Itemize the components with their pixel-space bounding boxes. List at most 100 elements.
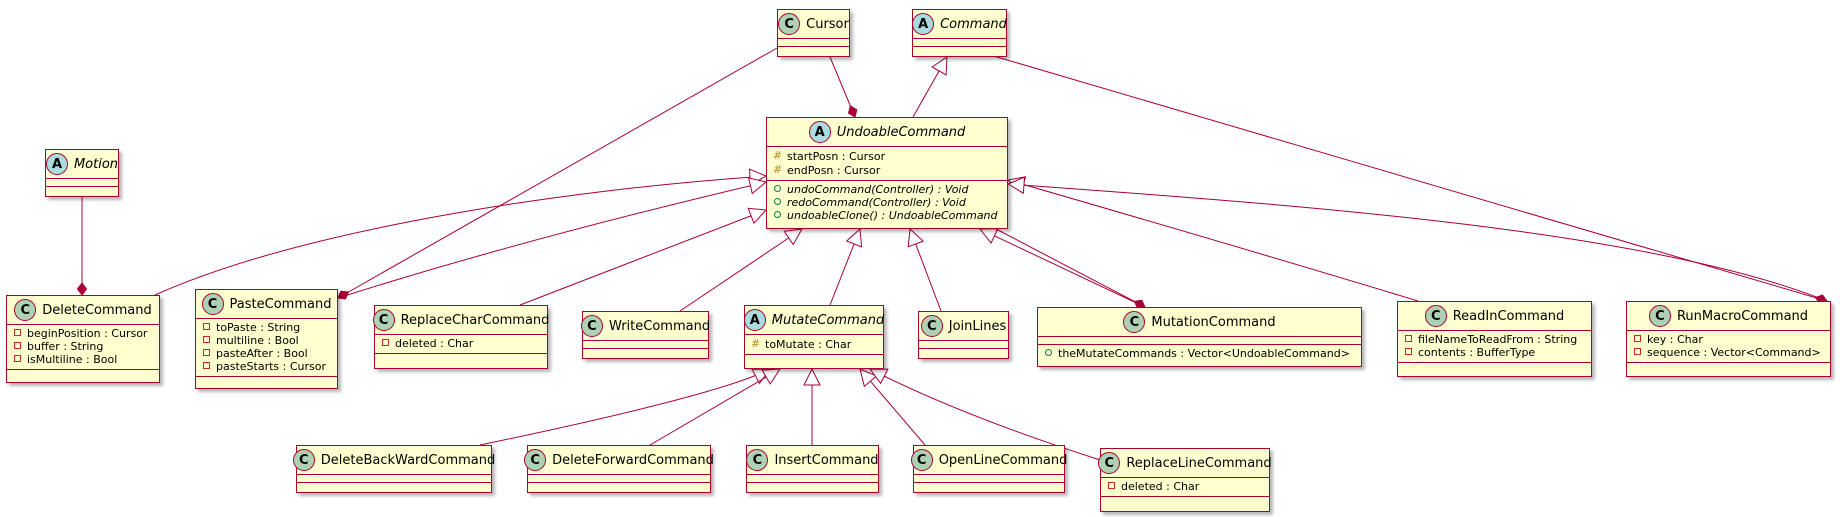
attribute-row: toPaste : String — [202, 321, 331, 334]
member-text: deleted : Char — [395, 337, 474, 350]
member-text: pasteStarts : Cursor — [216, 360, 326, 373]
operations-compartment — [297, 482, 491, 490]
class-icon: C — [580, 315, 603, 337]
operations-compartment — [583, 348, 708, 356]
member-text: toMutate : Char — [765, 337, 852, 351]
member-text: pasteAfter : Bool — [216, 347, 308, 360]
class-undoable[interactable]: AUndoableCommandstartPosn : CursorendPos… — [766, 117, 1008, 229]
operations-compartment — [747, 482, 878, 490]
private-visibility-icon — [13, 353, 22, 366]
operations-compartment — [528, 482, 710, 490]
class-icon: C — [372, 309, 395, 331]
relation-write-to-undoable-inheritance-arrowhead — [783, 228, 803, 246]
class-name: MutationCommand — [1151, 314, 1276, 330]
relation-replacechar-to-undoable-line — [519, 209, 767, 306]
operations-compartment — [778, 46, 849, 54]
protected-visibility-icon — [751, 337, 760, 351]
operations-compartment — [1398, 362, 1591, 370]
relation-motion-to-delete-composition-diamond — [76, 282, 88, 296]
class-mutate[interactable]: AMutateCommandtoMutate : Char — [743, 305, 885, 369]
class-write[interactable]: C WriteCommand — [580, 311, 711, 359]
class-icon: C — [910, 449, 933, 471]
class-cursor[interactable]: C Cursor — [777, 9, 850, 57]
operation-row: redoCommand(Controller) : Void — [773, 196, 1001, 209]
operations-compartment — [1627, 362, 1830, 370]
class-icon: C — [1648, 305, 1671, 327]
class-icon: C — [14, 299, 37, 321]
relation-joinlines-to-undoable-inheritance-arrowhead — [907, 227, 925, 248]
relation-replaceline-to-mutate-line — [869, 368, 1101, 461]
operations-compartment — [913, 46, 1006, 54]
member-text: key : Char — [1647, 333, 1703, 346]
member-text: toPaste : String — [216, 321, 301, 334]
protected-visibility-icon — [773, 149, 782, 163]
attribute-row: multiline : Bool — [202, 334, 331, 347]
attributes-compartment — [747, 474, 878, 482]
class-name: ReadInCommand — [1452, 308, 1565, 324]
operations-compartment — [745, 354, 883, 362]
relation-mutate-to-undoable-inheritance-arrowhead — [845, 227, 863, 248]
attribute-row: fileNameToReadFrom : String — [1404, 333, 1585, 346]
class-icon: C — [1424, 305, 1447, 327]
class-name: OpenLineCommand — [938, 452, 1068, 468]
class-name: MutateCommand — [771, 312, 885, 328]
relation-undoable-to-command-inheritance-arrowhead — [931, 56, 948, 76]
class-openline[interactable]: C OpenLineCommand — [910, 445, 1067, 493]
abstract-class-icon: A — [808, 121, 831, 143]
relation-write-to-undoable-line — [679, 228, 803, 312]
relation-insert-to-mutate-inheritance-arrowhead — [803, 367, 821, 386]
attribute-row: key : Char — [1633, 333, 1824, 346]
attributes-compartment — [297, 474, 491, 482]
operation-row: undoableClone() : UndoableCommand — [773, 209, 1001, 222]
member-text: undoCommand(Controller) : Void — [787, 183, 969, 196]
class-icon: C — [778, 13, 801, 35]
public-visibility-icon — [773, 209, 782, 222]
private-visibility-icon — [202, 334, 211, 347]
operations-compartment — [914, 482, 1064, 490]
class-readin[interactable]: C ReadInCommand fileNameToReadFrom : Strin… — [1397, 301, 1592, 377]
relation-delete-to-undoable-line — [154, 175, 767, 296]
operation-row: undoCommand(Controller) : Void — [773, 183, 1001, 196]
private-visibility-icon — [1107, 480, 1116, 493]
public-visibility-icon — [773, 196, 782, 209]
attributes-compartment — [583, 340, 708, 348]
class-name: Cursor — [806, 16, 849, 32]
operations-compartment — [196, 376, 337, 384]
class-delback[interactable]: C DeleteBackWardCommand — [292, 445, 496, 493]
attribute-row: buffer : String — [13, 340, 153, 353]
class-name: WriteCommand — [608, 318, 711, 334]
attribute-row: endPosn : Cursor — [773, 163, 1001, 177]
class-name: Command — [940, 16, 1007, 32]
attributes-compartment — [1038, 336, 1361, 344]
class-header: C OpenLineCommand — [910, 446, 1067, 474]
class-name: InsertCommand — [774, 452, 879, 468]
private-visibility-icon — [1404, 346, 1413, 359]
class-icon: C — [292, 449, 315, 471]
attributes-compartment: toMutate : Char — [745, 334, 883, 354]
class-name: DeleteBackWardCommand — [320, 452, 496, 468]
member-text: redoCommand(Controller) : Void — [787, 196, 966, 209]
operation-row: theMutateCommands : Vector<UndoableComma… — [1044, 347, 1355, 360]
relation-openline-to-mutate-line — [859, 368, 926, 446]
